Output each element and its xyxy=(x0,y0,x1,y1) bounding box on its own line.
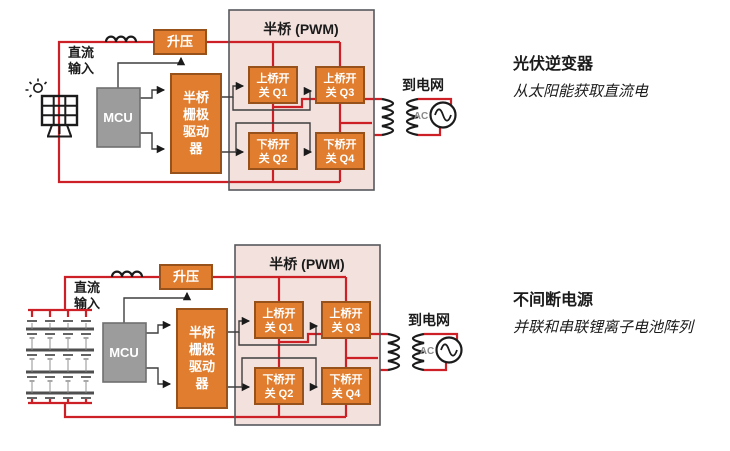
pwm-title: 半桥 (PWM) xyxy=(263,21,338,37)
q1-line1: 上桥开 xyxy=(257,71,290,85)
battery-array-icon xyxy=(26,308,94,405)
dc-input-line2: 输入 xyxy=(68,61,94,76)
gate-driver-line3: 驱动 xyxy=(183,124,209,139)
pv-inverter-title: 光伏逆变器 xyxy=(513,56,594,73)
pwm-inner-wires xyxy=(235,275,380,419)
ac-label: AC xyxy=(414,111,428,122)
q2-line1: 下桥开 xyxy=(257,137,290,151)
control-signal-wires xyxy=(123,291,319,392)
control-signal-wires xyxy=(117,56,313,157)
sine-wave-icon xyxy=(434,108,452,122)
pwm-inner-wires xyxy=(229,40,374,184)
dc-input-line1: 直流 xyxy=(68,45,94,60)
transformer-icon xyxy=(381,97,419,137)
q1-line2: 关 Q1 xyxy=(265,320,294,334)
gate-driver-line2: 栅极 xyxy=(183,107,210,122)
boost-label: 升压 xyxy=(173,269,199,284)
transformer-icon xyxy=(387,332,425,372)
q4-line1: 下桥开 xyxy=(324,137,357,151)
mcu-block: MCU xyxy=(96,87,141,148)
gate-driver-line1: 半桥 xyxy=(183,90,210,105)
gate-driver-block: 半桥 栅极 驱动 器 xyxy=(170,73,222,174)
boost-block: 升压 xyxy=(159,264,213,290)
mcu-label: MCU xyxy=(109,345,139,360)
pv-inverter-caption: 光伏逆变器 从太阳能获取直流电 xyxy=(513,56,723,101)
q4-switch-block: 下桥开 关 Q4 xyxy=(315,132,365,170)
q1-switch-block: 上桥开 关 Q1 xyxy=(254,301,304,339)
ups-title: 不间断电源 xyxy=(513,292,594,309)
q4-line2: 关 Q4 xyxy=(332,386,362,400)
pv-inverter-subtitle: 从太阳能获取直流电 xyxy=(513,82,649,100)
mcu-label: MCU xyxy=(103,110,133,125)
dc-input-label: 直流 输入 xyxy=(68,45,94,76)
dc-input-label: 直流 输入 xyxy=(74,280,100,311)
q3-switch-block: 上桥开 关 Q3 xyxy=(321,301,371,339)
q1-switch-block: 上桥开 关 Q1 xyxy=(248,66,298,104)
ac-source-icon: AC xyxy=(414,101,457,129)
pv-inverter-diagram: 半桥 (PWM) 直流 输入 xyxy=(25,9,457,191)
gate-driver-block: 半桥 栅极 驱动 器 xyxy=(176,308,228,409)
gate-driver-line4: 器 xyxy=(194,376,209,391)
ac-source-icon: AC xyxy=(420,336,463,364)
sine-wave-icon xyxy=(440,343,458,357)
q1-line2: 关 Q1 xyxy=(259,85,288,99)
gate-driver-line4: 器 xyxy=(188,141,203,156)
gate-driver-line1: 半桥 xyxy=(189,325,216,340)
mcu-block: MCU xyxy=(102,322,147,383)
boost-label: 升压 xyxy=(167,34,193,49)
q3-line1: 上桥开 xyxy=(330,306,363,320)
q4-line2: 关 Q4 xyxy=(326,151,356,165)
inductor-icon xyxy=(110,270,144,278)
q3-switch-block: 上桥开 关 Q3 xyxy=(315,66,365,104)
q1-line1: 上桥开 xyxy=(263,306,296,320)
q4-line1: 下桥开 xyxy=(330,372,363,386)
ac-label: AC xyxy=(420,346,434,357)
pwm-title: 半桥 (PWM) xyxy=(269,256,344,272)
gate-driver-line3: 驱动 xyxy=(189,359,215,374)
ups-subtitle: 并联和串联锂离子电池阵列 xyxy=(513,318,694,336)
inductor-icon xyxy=(104,35,138,43)
q2-line2: 关 Q2 xyxy=(265,386,294,400)
ups-caption: 不间断电源 并联和串联锂离子电池阵列 xyxy=(513,292,723,337)
q4-switch-block: 下桥开 关 Q4 xyxy=(321,367,371,405)
q2-line2: 关 Q2 xyxy=(259,151,288,165)
to-grid-label: 到电网 xyxy=(408,312,450,328)
q3-line1: 上桥开 xyxy=(324,71,357,85)
q2-line1: 下桥开 xyxy=(263,372,296,386)
solar-panel-icon xyxy=(25,78,79,138)
q2-switch-block: 下桥开 关 Q2 xyxy=(254,367,304,405)
to-grid-label: 到电网 xyxy=(402,77,444,93)
dc-input-line1: 直流 xyxy=(74,280,100,295)
boost-block: 升压 xyxy=(153,29,207,55)
ups-diagram: 半桥 (PWM) 直流 输入 升压 xyxy=(26,244,463,426)
q2-switch-block: 下桥开 关 Q2 xyxy=(248,132,298,170)
q3-line2: 关 Q3 xyxy=(326,85,355,99)
sun-icon xyxy=(25,78,48,98)
dc-input-line2: 输入 xyxy=(74,296,100,311)
q3-line2: 关 Q3 xyxy=(332,320,361,334)
gate-driver-line2: 栅极 xyxy=(189,342,216,357)
